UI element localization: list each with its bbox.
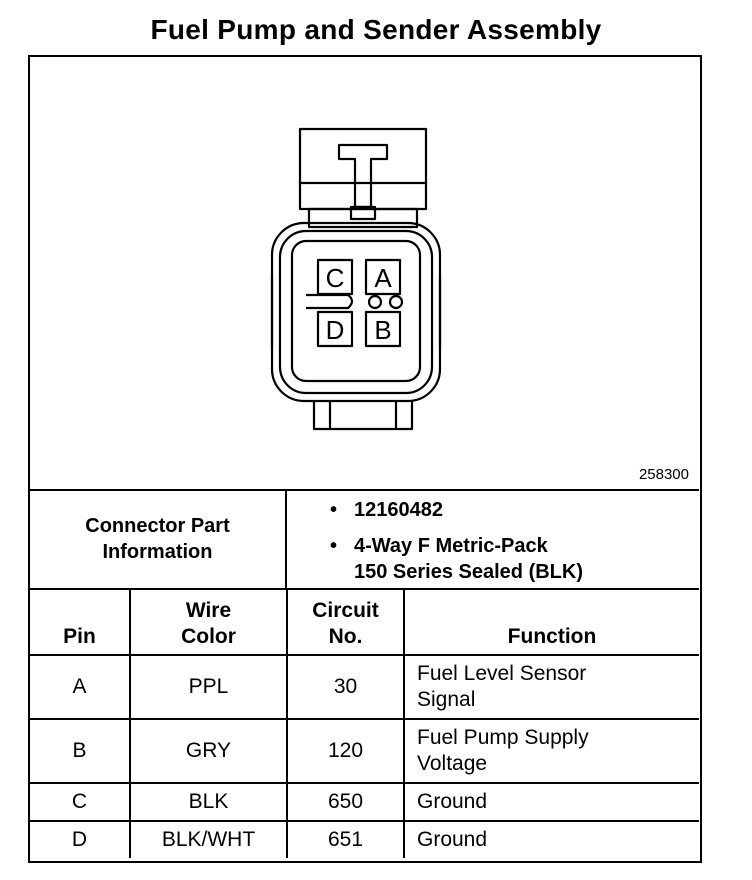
cavity-b [364,310,402,348]
header-wire-color: Wire Color [129,588,288,656]
wire-color-cell: GRY [129,718,288,784]
lock-tab-base [349,205,377,221]
bullet-icon: • [330,535,338,557]
circuit-cell: 120 [286,718,405,784]
info-label-line-2: Information [102,540,213,563]
cavity-label-d: D [326,315,345,345]
part-number-item: • 12160482 [330,497,583,523]
header-function-label: Function [507,625,597,648]
page-title: Fuel Pump and Sender Assembly [150,14,602,45]
connector-part-information: Connector Part Information • 12160482 • … [30,489,699,590]
function-line-1: Ground [417,790,488,813]
header-wire-color-line-2: Color [181,625,236,648]
connector-diagram-area: C A D B 258300 [30,57,699,491]
part-number: 12160482 [354,499,443,521]
cavity-label-c: C [326,263,345,293]
header-pin: Pin [30,588,131,656]
function-cell: Ground [403,820,699,858]
connector-type-line-1: 4-Way F Metric-Pack [354,535,548,557]
cavity-label-a: A [374,263,392,293]
bullet-icon: • [330,499,338,521]
figure-number: 258300 [638,466,689,483]
header-function: Function [403,588,699,656]
wire-color-cell: BLK/WHT [129,820,288,858]
bottom-skirt [312,401,414,431]
header-circuit-line-2: No. [328,625,363,648]
function-line-2: Voltage [417,752,488,775]
function-line-2: Signal [417,688,476,711]
header-pin-label: Pin [63,625,96,648]
pinout-table: Pin Wire Color Circuit No. Function A PP… [30,588,699,858]
function-line-1: Fuel Level Sensor [417,662,587,685]
function-line-1: Fuel Pump Supply [417,726,589,749]
pinout-header-row: Pin Wire Color Circuit No. Function [30,588,699,656]
pin-cell: C [30,782,131,822]
pin-cell: B [30,718,131,784]
table-row: A PPL 30 Fuel Level Sensor Signal [30,654,699,720]
alignment-hole-left [367,294,383,310]
polarizing-key [306,293,354,310]
cavity-label-b: B [374,315,391,345]
wire-color-cell: BLK [129,782,288,822]
pin-cell: A [30,654,131,720]
header-circuit-line-1: Circuit [312,599,379,622]
alignment-hole-right [388,294,404,310]
connector-part-information-label: Connector Part Information [30,489,287,588]
circuit-cell: 650 [286,782,405,822]
function-cell: Fuel Pump Supply Voltage [403,718,699,784]
function-cell: Ground [403,782,699,822]
body-top-band [307,207,419,229]
info-label-line-1: Connector Part [85,514,230,537]
function-line-1: Ground [417,828,488,851]
connector-type-line-2: 150 Series Sealed (BLK) [354,561,583,583]
pin-cell: D [30,820,131,858]
connector-body [270,221,442,403]
connector-face-drawing: C A D B [270,127,442,431]
table-row: C BLK 650 Ground [30,782,699,822]
circuit-cell: 30 [286,654,405,720]
connector-type-item: • 4-Way F Metric-Pack 150 Series Sealed … [330,533,583,585]
table-row: D BLK/WHT 651 Ground [30,820,699,858]
cavity-d [316,310,354,348]
function-cell: Fuel Level Sensor Signal [403,654,699,720]
connector-part-list: • 12160482 • 4-Way F Metric-Pack 150 Ser… [330,497,583,595]
wire-color-cell: PPL [129,654,288,720]
connector-body-inner [278,229,434,395]
lock-tab [337,143,389,209]
connector-end-view-sheet: C A D B 258300 Connector Part Informatio… [28,55,702,863]
cavity-a [364,258,402,296]
header-circuit-no: Circuit No. [286,588,405,656]
circuit-cell: 651 [286,820,405,858]
connector-seal [290,239,422,383]
header-wire-color-line-1: Wire [185,599,232,622]
latch-housing [298,127,428,211]
table-row: B GRY 120 Fuel Pump Supply Voltage [30,718,699,784]
